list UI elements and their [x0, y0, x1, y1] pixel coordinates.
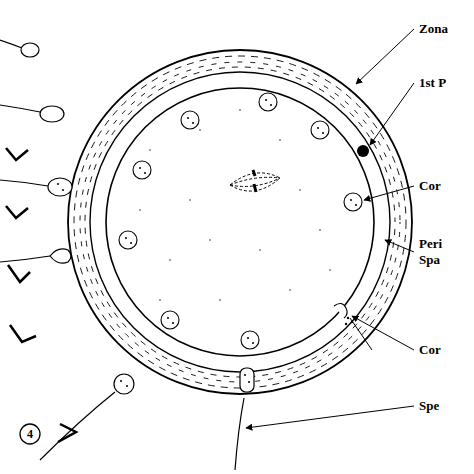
cortical-granule	[119, 93, 362, 349]
part-label: Cor	[419, 342, 441, 358]
part-label: Zona	[419, 21, 448, 37]
zona-texture	[80, 62, 400, 382]
direction-arrow	[6, 148, 76, 442]
part-label: 1st P	[419, 75, 446, 91]
zona-outer	[68, 50, 412, 394]
polar-body	[357, 145, 369, 157]
zona-texture	[85, 67, 395, 377]
cytoplasm-stipple	[139, 109, 330, 300]
oocyte-membrane	[106, 88, 374, 356]
zona-inner	[90, 72, 390, 372]
part-label: Peri Spa	[419, 236, 463, 268]
zona-texture	[74, 56, 406, 388]
sperm-stipple	[57, 183, 250, 387]
number-ring	[20, 424, 40, 444]
sperm	[0, 40, 254, 470]
granule-exocytosis	[334, 303, 347, 318]
zona-reaction-line	[350, 318, 372, 350]
chromosomes	[253, 170, 256, 192]
part-label: Spe	[419, 398, 439, 414]
leader-line	[246, 29, 414, 428]
callout-number: 4	[27, 426, 33, 442]
part-label: Cor	[419, 178, 441, 194]
granule-dots	[125, 99, 357, 344]
